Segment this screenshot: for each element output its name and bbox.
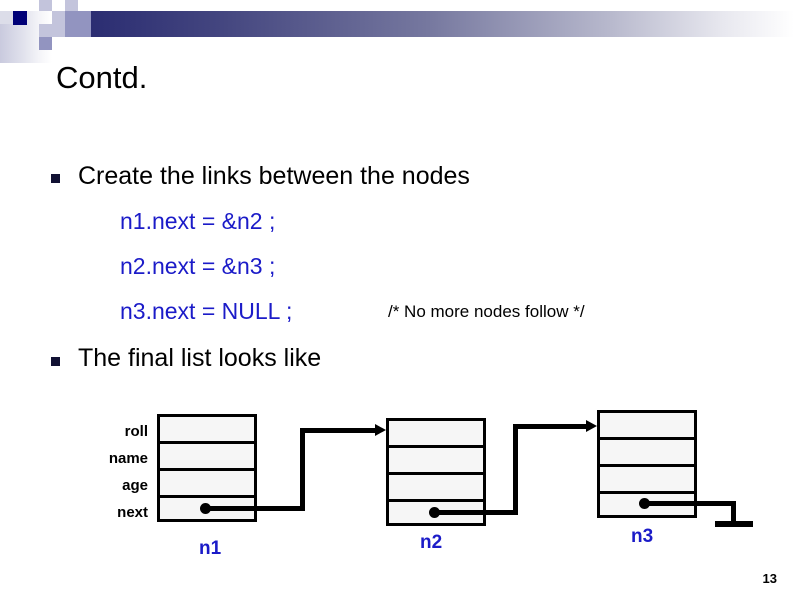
code-line-2: n2.next = &n3 ;	[120, 253, 276, 279]
node-cell-name	[389, 448, 483, 475]
field-label-age: age	[122, 477, 148, 494]
header-square-pale-1	[0, 11, 13, 24]
header-square-mid-3	[65, 24, 78, 37]
field-label-roll: roll	[124, 423, 148, 440]
link-n1-segment-horizontal-low	[205, 506, 305, 511]
link-n1-segment-vertical	[300, 428, 305, 511]
node-cell-roll	[600, 413, 694, 440]
header-square-mid-4	[39, 37, 52, 50]
null-wire-horizontal	[644, 501, 736, 506]
header-square-light-2	[65, 0, 78, 11]
null-wire-vertical	[731, 501, 736, 525]
field-label-list: roll name age next	[60, 418, 148, 526]
node-label-n1: n1	[199, 538, 222, 559]
node-cell-age	[600, 467, 694, 494]
node-cell-name	[160, 444, 254, 471]
bullet-text-1: Create the links between the nodes	[78, 162, 470, 190]
code-line-1: n1.next = &n2 ;	[120, 208, 276, 234]
link-n2-segment-vertical	[513, 424, 518, 515]
code-line-3: n3.next = NULL ;	[120, 298, 293, 324]
link-n2-segment-horizontal-low	[434, 510, 518, 515]
bullet-marker-1	[51, 174, 60, 183]
page-number: 13	[762, 571, 777, 586]
node-cell-age	[160, 471, 254, 498]
link-n2-arrowhead	[586, 420, 597, 432]
link-n1-segment-horizontal-high	[300, 428, 379, 433]
page-title: Contd.	[56, 60, 148, 95]
header-square-mid-2	[78, 11, 91, 37]
bullet-marker-2	[51, 357, 60, 366]
node-cell-roll	[160, 417, 254, 444]
null-ground-bar	[715, 521, 753, 527]
header-square-navy	[13, 11, 27, 25]
node-cell-age	[389, 475, 483, 502]
node-label-n2: n2	[420, 532, 443, 553]
field-label-name: name	[108, 450, 148, 467]
link-n1-arrowhead	[375, 424, 386, 436]
header-square-mid-1	[65, 11, 78, 24]
header-square-light-5	[52, 24, 65, 37]
node-cell-roll	[389, 421, 483, 448]
header-gradient-bar	[91, 11, 794, 37]
node-label-n3: n3	[631, 526, 654, 547]
header-square-light-3	[52, 11, 65, 24]
link-n2-segment-horizontal-high	[513, 424, 590, 429]
code-comment-3: /* No more nodes follow */	[388, 302, 585, 321]
header-square-light-4	[39, 24, 52, 37]
header-square-light-1	[39, 0, 52, 11]
node-cell-name	[600, 440, 694, 467]
bullet-text-2: The final list looks like	[78, 344, 322, 372]
field-label-next: next	[117, 504, 148, 521]
